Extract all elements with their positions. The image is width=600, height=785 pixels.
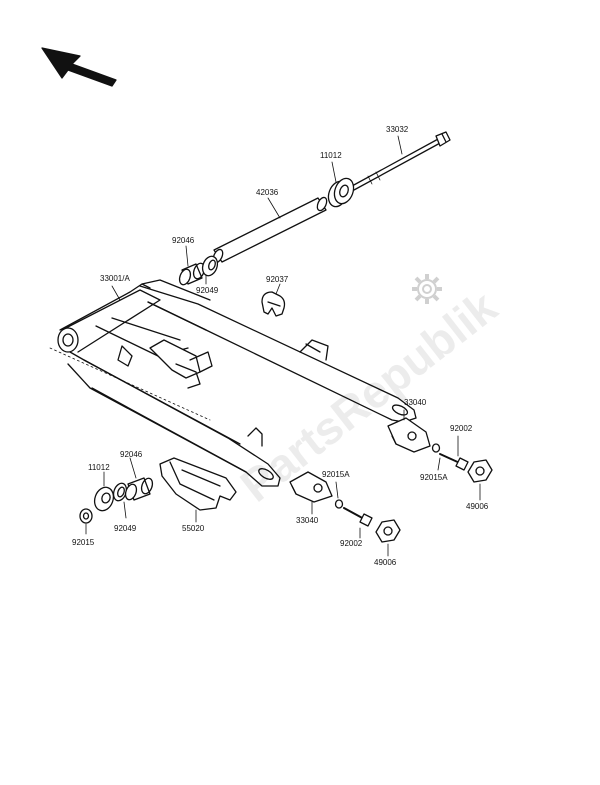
- part-label-92015a-mid: 92015A: [322, 470, 350, 479]
- adjust-bolt-part-right: [439, 453, 469, 471]
- bushing-part-top: [178, 262, 206, 286]
- sleeve-part: [212, 196, 328, 264]
- part-label-92037: 92037: [266, 275, 289, 284]
- washer-part-mid: [334, 499, 344, 509]
- washer-part-right: [431, 443, 441, 453]
- part-label-42036: 42036: [256, 188, 279, 197]
- swing-arm-part: [49, 279, 417, 487]
- part-label-92002-right: 92002: [450, 424, 473, 433]
- part-label-92002-mid: 92002: [340, 539, 363, 548]
- pivot-bolt-part: [351, 131, 451, 191]
- nut-part-mid: [375, 519, 401, 543]
- nut-part-right: [467, 459, 493, 483]
- part-label-33040-right: 33040: [404, 398, 427, 407]
- clamp-part: [261, 291, 286, 317]
- part-label-92049-top: 92049: [196, 286, 219, 295]
- gear-icon: [412, 274, 442, 304]
- seal-part-top: [201, 255, 219, 277]
- part-label-55020: 55020: [182, 524, 205, 533]
- part-label-33001a: 33001/A: [100, 274, 130, 283]
- part-label-92046-top: 92046: [172, 236, 195, 245]
- collar-part-left: [79, 508, 93, 524]
- chain-adjuster-part-mid: [289, 471, 333, 503]
- part-label-92015: 92015: [72, 538, 95, 547]
- direction-arrow-icon: [41, 47, 117, 87]
- bushing-part-left: [124, 477, 154, 501]
- part-label-92049-left: 92049: [114, 524, 137, 533]
- part-label-11012-top: 11012: [320, 151, 342, 160]
- part-label-11012-left: 11012: [88, 463, 110, 472]
- leader-lines: [85, 135, 481, 557]
- bearing-part-top: [327, 177, 355, 208]
- chain-guard-part: [159, 457, 237, 511]
- part-label-49006-right: 49006: [466, 502, 489, 511]
- bearing-part-left: [93, 486, 115, 512]
- part-label-49006-mid: 49006: [374, 558, 397, 567]
- adjust-bolt-part-mid: [343, 507, 373, 527]
- part-label-33040-mid: 33040: [296, 516, 319, 525]
- part-label-92015a-right: 92015A: [420, 473, 448, 482]
- part-label-92046-left: 92046: [120, 450, 143, 459]
- part-label-33032: 33032: [386, 125, 409, 134]
- chain-adjuster-part-right: [387, 417, 431, 453]
